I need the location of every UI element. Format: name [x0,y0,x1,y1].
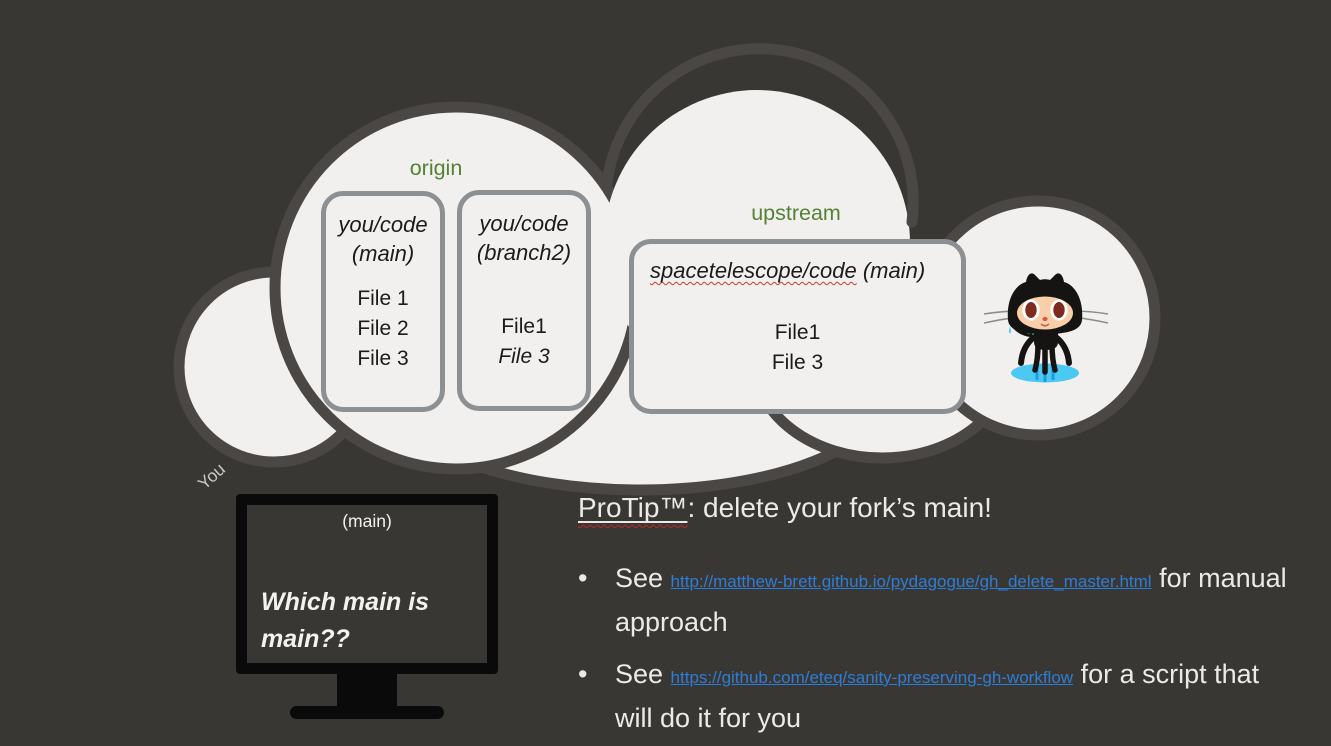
manual-approach-link[interactable]: http://matthew-brett.github.io/pydagogue… [670,572,1152,591]
origin-label: origin [409,156,463,180]
repo-title: spacetelescope/code (main) [634,244,961,285]
bullet-marker: • [578,659,588,689]
monitor-screen: (main) Which main is main?? [247,505,487,663]
repo-name: you/code [338,212,428,237]
list-item: • See http://matthew-brett.github.io/pyd… [578,558,1292,642]
protip-brand: ProTip™ [578,492,688,523]
file-list: File 1 File 2 File 3 [326,284,440,374]
file-list: File1 File 3 [462,312,586,372]
repo-name: spacetelescope/code [650,258,857,283]
repo-box-origin-branch2: you/code (branch2) File1 File 3 [457,190,591,411]
bullet-text: See http://matthew-brett.github.io/pydag… [615,563,1287,637]
repo-branch: (main) [856,258,926,283]
upstream-label: upstream [751,201,841,225]
protip-heading-rest: : delete your fork’s main! [687,492,992,523]
file-item: File 2 [357,317,409,340]
repo-box-origin-main: you/code (main) File 1 File 2 File 3 [321,191,445,412]
file-item: File 3 [498,345,550,368]
monitor-branch-label: (main) [342,511,392,531]
repo-title: you/code (branch2) [462,195,586,267]
file-item: File1 [501,315,547,338]
monitor: (main) Which main is main?? [236,494,498,674]
file-item: File 3 [357,347,409,370]
list-item: • See https://github.com/eteq/sanity-pre… [578,654,1292,738]
monitor-base [290,706,444,719]
repo-name: you/code [479,211,569,236]
workflow-script-link[interactable]: https://github.com/eteq/sanity-preservin… [670,668,1074,687]
file-list: File1 File 3 [634,318,961,378]
repo-branch: (main) [351,241,415,266]
octocat-image [983,273,1109,383]
bullet-text: See https://github.com/eteq/sanity-prese… [615,659,1260,733]
monitor-question: Which main is main?? [261,588,430,653]
repo-branch: (branch2) [476,240,572,265]
file-item: File1 [774,321,821,344]
repo-box-upstream: spacetelescope/code (main) File1 File 3 [629,239,966,414]
bullet-marker: • [578,563,588,593]
file-item: File 1 [357,287,409,310]
protip-block: ProTip™: delete your fork’s main! • See … [578,488,1292,738]
monitor-stand [337,672,397,708]
file-item: File 3 [771,351,824,374]
protip-heading: ProTip™: delete your fork’s main! [578,488,1292,528]
repo-title: you/code (main) [326,196,440,268]
